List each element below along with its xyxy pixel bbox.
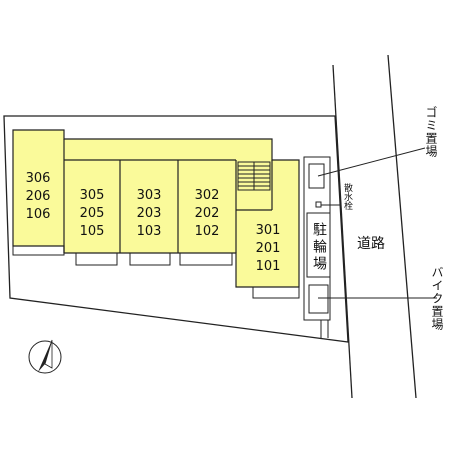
north-arrow-icon [28,339,62,374]
hydrant-label: 散水栓 [342,182,353,211]
unit-302-room-3: 302 [195,188,220,203]
road-edge-left [332,64,353,399]
bicycle-parking-box [306,212,331,278]
bike-parking-label: バイク置場 [430,266,444,331]
unit-302-room-1: 102 [195,224,220,239]
garbage-box [308,163,325,189]
unit-302-room-2: 202 [195,206,220,221]
stairs [237,161,271,191]
walkway-302 [179,252,233,266]
unit-301-room-1: 101 [256,259,281,274]
walkway-305 [75,252,118,266]
garbage-leader [317,147,426,177]
road-edge-right [387,54,417,399]
unit-306-room-1: 106 [26,207,51,222]
unit-305-room-2: 205 [80,206,105,221]
unit-302: 302 202 102 [195,188,220,239]
unit-305-room-1: 105 [80,224,105,239]
bike-parking-box [308,284,329,314]
garbage-label: ゴミ置場 [424,105,438,158]
walkway-303 [129,252,171,266]
road-label: 道路 [357,236,385,252]
unit-303-room-3: 303 [137,188,162,203]
unit-301: 301 201 101 [256,223,281,274]
unit-305-room-3: 305 [80,188,105,203]
unit-306-room-2: 206 [26,189,51,204]
unit-301-room-3: 301 [256,223,281,238]
unit-303-room-1: 103 [137,224,162,239]
hydrant-mark [315,201,322,208]
unit-301-room-2: 201 [256,241,281,256]
bicycle-parking-label: 駐輪場 [311,222,327,273]
unit-306: 306 206 106 [26,171,51,222]
unit-306-room-3: 306 [26,171,51,186]
unit-303: 303 203 103 [137,188,162,239]
walkway-301 [252,286,300,299]
unit-305: 305 205 105 [80,188,105,239]
unit-303-room-2: 203 [137,206,162,221]
site-boundary [3,115,349,343]
